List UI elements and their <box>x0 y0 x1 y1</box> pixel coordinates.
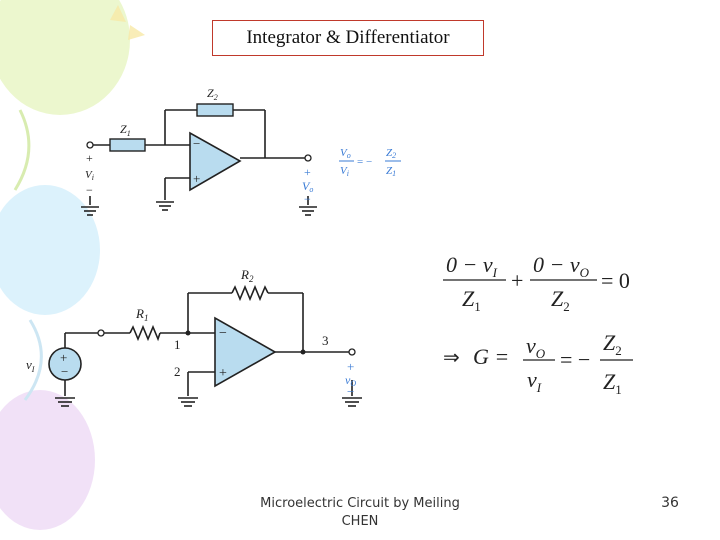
z2-label: Z <box>207 86 214 100</box>
slide-title: Integrator & Differentiator <box>212 20 484 56</box>
node-1-label: 1 <box>174 337 181 352</box>
vi-minus: − <box>86 183 93 197</box>
inverting-sign: − <box>219 326 227 341</box>
node-2-label: 2 <box>174 364 181 379</box>
vi-label: V <box>85 169 93 181</box>
vo-plus: + <box>347 359 354 374</box>
top-gain-formula: Vo Vi = − Z2 Z1 <box>339 147 401 178</box>
svg-text:G =: G = <box>473 344 509 369</box>
svg-text:Z2: Z2 <box>551 286 570 314</box>
svg-text:R1: R1 <box>135 306 148 323</box>
vo-minus: − <box>347 384 354 399</box>
footer-line-1: Microelectric Circuit by Meiling <box>260 496 460 511</box>
svg-text:vO: vO <box>345 373 356 388</box>
noninverting-sign: + <box>193 171 200 186</box>
page-number: 36 <box>661 495 679 511</box>
svg-text:Z2: Z2 <box>207 86 218 102</box>
z2-impedance <box>196 103 234 117</box>
svg-text:Z1: Z1 <box>462 286 481 314</box>
z1-impedance <box>109 138 146 152</box>
z1-label: Z <box>120 122 127 136</box>
svg-text:Vi: Vi <box>85 169 94 182</box>
svg-text:−: − <box>61 364 68 379</box>
svg-text:+: + <box>511 268 523 293</box>
svg-text:Vo: Vo <box>340 147 351 160</box>
r1-label: R <box>135 306 144 321</box>
vo-label: V <box>302 179 311 193</box>
footer-line-2: CHEN <box>341 514 379 529</box>
svg-text:⇒: ⇒ <box>443 347 460 369</box>
svg-text:Z1: Z1 <box>603 369 622 397</box>
svg-text:Vi: Vi <box>340 165 349 178</box>
vo-label: v <box>345 373 351 387</box>
svg-text:Z1: Z1 <box>386 165 396 178</box>
svg-text:+: + <box>60 350 67 365</box>
ground-icon <box>81 201 317 216</box>
top-opamp-triangle <box>189 131 242 192</box>
bottom-opamp-triangle <box>214 316 277 388</box>
voltage-source-icon <box>48 347 82 381</box>
svg-text:Z1: Z1 <box>120 122 131 138</box>
svg-text:0 − vI: 0 − vI <box>446 252 498 280</box>
vi-label: v <box>26 357 32 372</box>
svg-text:vI: vI <box>527 367 542 395</box>
ground-icon <box>55 397 362 407</box>
svg-text:vO: vO <box>526 333 546 361</box>
svg-text:Z2: Z2 <box>386 147 396 160</box>
vi-plus: + <box>86 151 93 165</box>
svg-text:vI: vI <box>26 357 35 374</box>
inverting-sign: − <box>193 136 200 151</box>
node-equation: 0 − vI Z1 + 0 − vO Z2 = 0 <box>443 252 630 314</box>
svg-text:Vo: Vo <box>302 179 313 194</box>
svg-text:0 − vO: 0 − vO <box>533 252 590 280</box>
svg-text:R2: R2 <box>240 267 254 284</box>
noninverting-sign: + <box>219 366 227 381</box>
svg-text:= −: = − <box>357 156 372 168</box>
svg-text:Z2: Z2 <box>603 330 622 358</box>
slide-footer: Microelectric Circuit by Meiling CHEN <box>240 495 480 531</box>
svg-text:= −: = − <box>560 347 590 372</box>
gain-equation: ⇒ G = vO vI = − Z2 Z1 <box>443 330 633 397</box>
r2-label: R <box>240 267 249 282</box>
svg-text:= 0: = 0 <box>601 268 630 293</box>
node-3-label: 3 <box>322 333 329 348</box>
vo-plus: + <box>304 165 311 179</box>
vo-minus: − <box>304 192 311 206</box>
